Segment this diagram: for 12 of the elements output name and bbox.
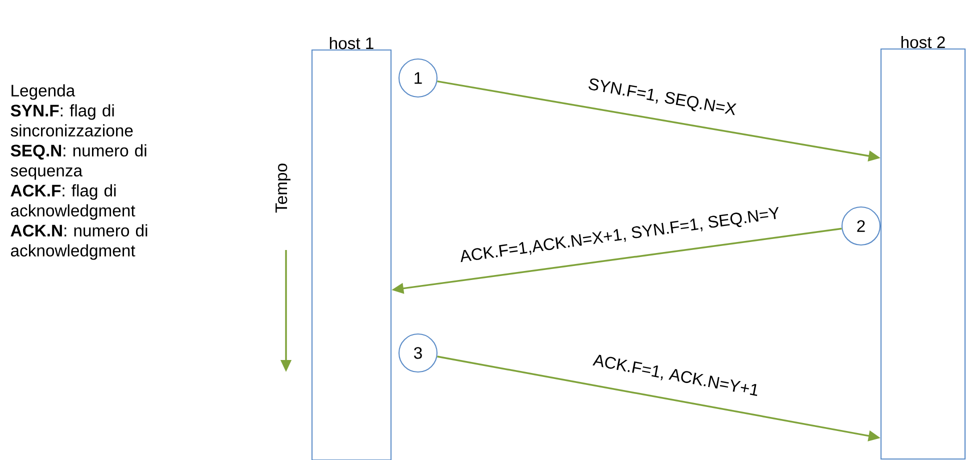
legend-text: Legenda <box>12 84 76 100</box>
axis-label: Tempo <box>276 164 290 213</box>
edge-label: ACK.F=1, ACK.N=Y+1 <box>592 354 758 396</box>
legend-text: ACK.N: numero di acknowledgment <box>10 224 148 260</box>
legend-text: SEQ.N: numero di sequenza <box>10 144 146 180</box>
host-bar: host 1 <box>311 36 392 460</box>
node-label: host 2 <box>901 36 945 48</box>
host-bar: host 2 <box>880 36 966 460</box>
edge-label: SYN.F=1, SEQ.N=X <box>588 78 736 116</box>
node-label: host 1 <box>330 36 374 50</box>
legend-text: SYN.F: flag di sincronizzazione <box>10 104 133 136</box>
legend-text: ACK.F: flag di acknowledgment <box>10 184 136 220</box>
